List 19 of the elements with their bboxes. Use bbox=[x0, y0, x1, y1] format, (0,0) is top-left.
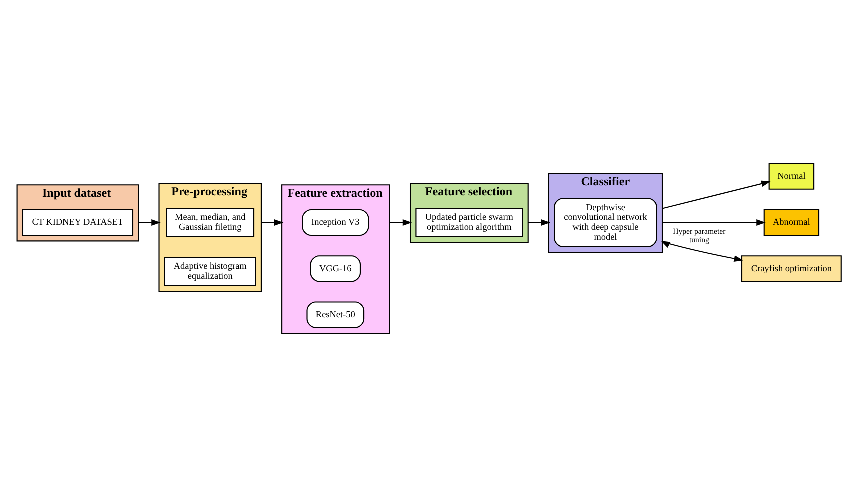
arrow bbox=[261, 220, 284, 226]
node-box: Crayfish optimization bbox=[741, 256, 842, 282]
arrow bbox=[662, 180, 771, 210]
node-box: Adaptive histogram equalization bbox=[164, 257, 256, 286]
arrow bbox=[390, 220, 412, 226]
arrow bbox=[138, 220, 161, 226]
node-box: VGG-16 bbox=[310, 256, 362, 282]
node-box: Normal bbox=[768, 163, 815, 190]
node-box: Inception V3 bbox=[302, 209, 370, 236]
node-box: Abnormal bbox=[764, 209, 820, 236]
node-box: CT KIDNEY DATASET bbox=[22, 209, 134, 236]
node-box: Depthwise convolutional network with deep capsule model bbox=[554, 198, 658, 248]
node-box: ResNet-50 bbox=[306, 302, 365, 328]
node-box: Updated particle swarm optimization algorithm bbox=[416, 208, 524, 238]
arrow bbox=[661, 240, 744, 262]
arrow bbox=[528, 220, 551, 226]
arrow bbox=[662, 220, 766, 226]
node-box: Mean, median, and Gaussian fileting bbox=[166, 208, 255, 238]
edge-label: Hyper parameter tuning bbox=[673, 226, 726, 244]
